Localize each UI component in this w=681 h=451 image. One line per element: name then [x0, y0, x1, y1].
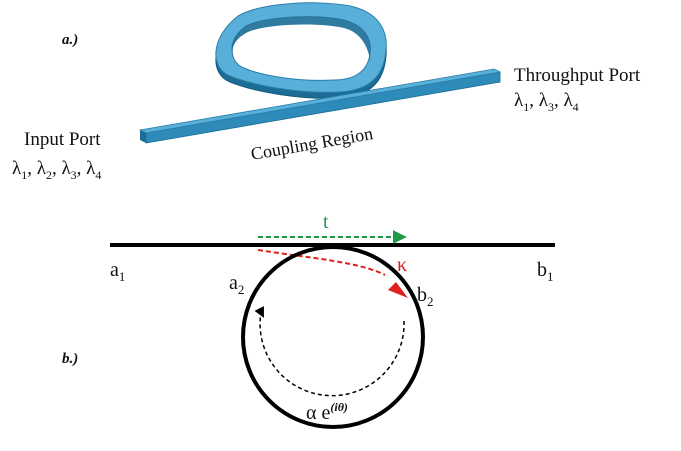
bus-end-cap [140, 130, 146, 143]
ring-resonator-3d [215, 2, 387, 99]
circulation-arrowhead [254, 306, 264, 318]
coupling-region-label: Coupling Region [249, 123, 374, 164]
label-a2: a2 [229, 272, 244, 297]
throughput-port-title: Throughput Port [514, 65, 641, 86]
label-b1: b1 [537, 259, 554, 284]
coupling-arrowhead [388, 282, 408, 298]
coupling-arrow-path [257, 249, 386, 276]
throughput-wavelengths: λ1, λ3, λ4 [514, 90, 579, 114]
panel-b-label: b.) [62, 351, 78, 367]
panel-a-label: a.) [62, 32, 78, 48]
input-wavelengths: λ1, λ2, λ3, λ4 [12, 158, 101, 182]
input-port-title: Input Port [24, 129, 101, 150]
circulation-path [259, 311, 405, 397]
label-a1: a1 [110, 259, 125, 284]
loop-factor-label: α e(iθ) [306, 400, 348, 424]
label-b2: b2 [417, 284, 434, 309]
bus-waveguide-3d [138, 68, 502, 144]
coupling-label-kappa: κ [397, 254, 407, 276]
transmission-label-t: t [323, 211, 329, 233]
ring-circle [241, 245, 425, 429]
